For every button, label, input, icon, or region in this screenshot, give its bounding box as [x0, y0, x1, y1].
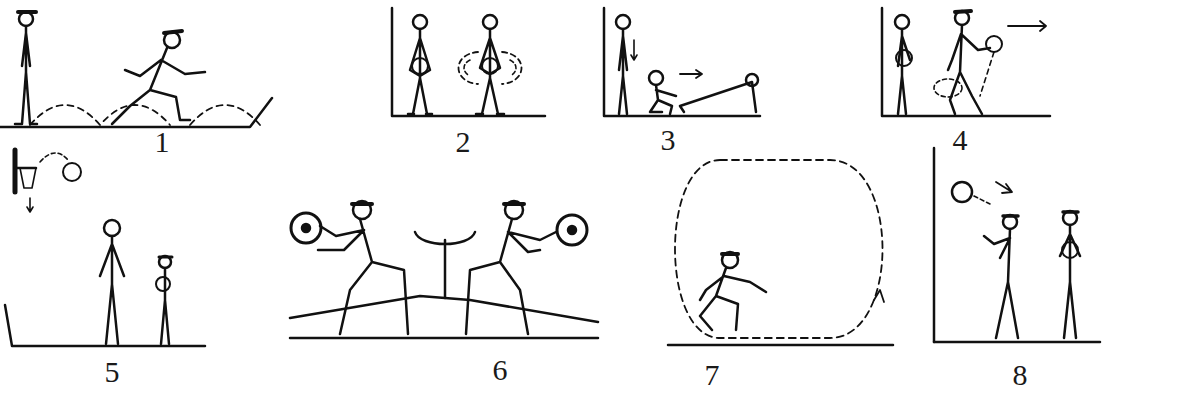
- jumping-figures: [0, 12, 272, 127]
- wall-throw-figures: [934, 148, 1100, 342]
- ball-circling-figures: [392, 8, 545, 116]
- throwing-figures: [290, 201, 598, 338]
- callout-number: 3: [661, 124, 676, 156]
- callout-number: 1: [155, 126, 170, 158]
- crouch-roll-figures: [604, 8, 760, 116]
- dribbling-figures: [882, 8, 1050, 116]
- callout-number: 8: [1013, 359, 1028, 391]
- callout-number: 2: [456, 126, 471, 158]
- callout-number: 6: [493, 354, 508, 386]
- running-loop-figure: [668, 160, 893, 345]
- callout-number: 7: [705, 359, 720, 391]
- callout-number: 4: [953, 124, 968, 156]
- basket-shot-figures: [5, 150, 205, 346]
- callout-number: 5: [105, 356, 120, 388]
